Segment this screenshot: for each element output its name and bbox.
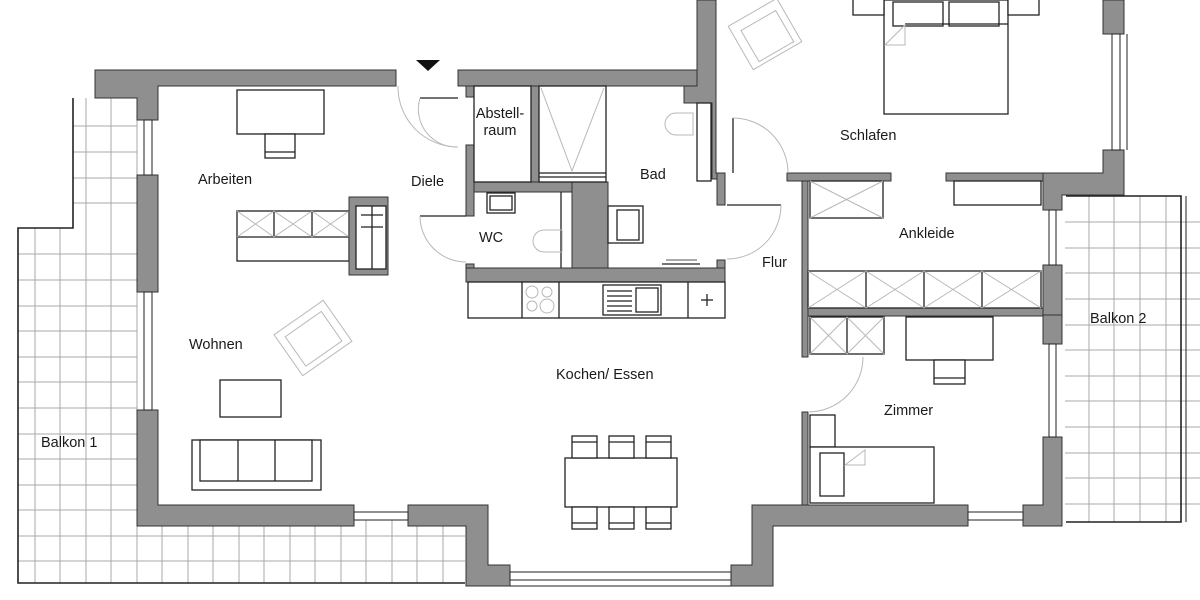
room-label-balkon-1: Balkon 1 xyxy=(41,435,98,451)
room-label-kochen-essen: Kochen/ Essen xyxy=(556,367,654,383)
windows xyxy=(143,33,1128,587)
room-label-abstellraum-line1: Abstell- xyxy=(475,106,525,122)
room-label-abstellraum: Abstell- raum xyxy=(470,106,530,139)
room-label-balkon-2: Balkon 2 xyxy=(1090,311,1147,327)
room-label-abstellraum-line2: raum xyxy=(483,122,517,139)
room-label-diele: Diele xyxy=(411,174,445,190)
entrance-arrow-icon xyxy=(416,60,440,71)
room-label-schlafen: Schlafen xyxy=(840,128,897,144)
balcony-2-floor xyxy=(1065,195,1200,523)
room-label-wc: WC xyxy=(479,230,504,246)
room-label-flur: Flur xyxy=(762,255,787,271)
room-label-wohnen: Wohnen xyxy=(189,337,243,353)
walls xyxy=(94,0,1125,587)
furniture xyxy=(191,0,1042,530)
room-label-zimmer: Zimmer xyxy=(884,403,934,419)
room-label-ankleide: Ankleide xyxy=(899,226,955,242)
room-label-bad: Bad xyxy=(640,167,666,183)
room-label-arbeiten: Arbeiten xyxy=(198,172,253,188)
doors xyxy=(397,85,864,413)
